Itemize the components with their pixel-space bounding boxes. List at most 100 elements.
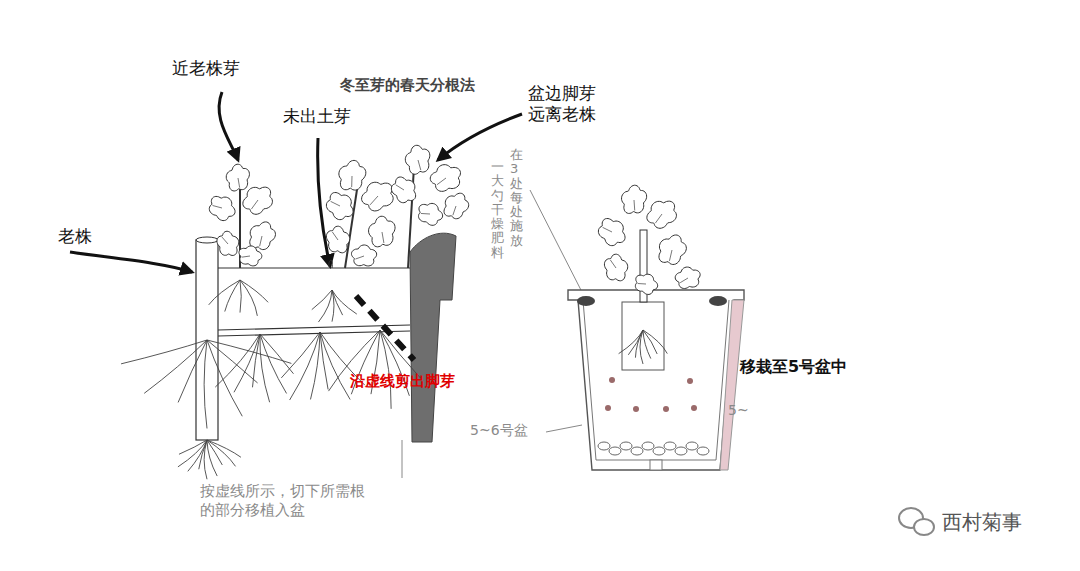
part-label: 未出土芽 <box>283 106 351 127</box>
fertilizer-dot <box>687 378 693 384</box>
root <box>260 334 270 402</box>
part-label: 5~ <box>728 402 749 420</box>
fertilizer-dot <box>633 406 639 412</box>
leaf-vein <box>421 213 430 215</box>
root <box>332 290 334 322</box>
pebble <box>631 447 643 455</box>
pot-inner <box>583 300 596 460</box>
root <box>144 340 207 393</box>
root <box>240 280 241 313</box>
leaf <box>217 231 239 255</box>
leaf <box>635 274 657 294</box>
stem-cut <box>196 237 218 243</box>
part-label: 西村菊事 <box>942 510 1022 535</box>
leaf <box>362 182 394 211</box>
leaf-vein <box>260 236 262 246</box>
pebble <box>653 447 665 455</box>
diagram-title: 冬至芽的春天分根法 <box>340 76 475 95</box>
root <box>179 440 207 454</box>
leader-arrow <box>438 114 522 160</box>
leaf <box>647 201 677 228</box>
drain-hole <box>650 460 662 470</box>
pot-inner <box>716 300 729 460</box>
fertilizer-dot <box>605 405 611 411</box>
pebble <box>609 447 621 455</box>
root <box>215 334 260 387</box>
root <box>260 334 287 393</box>
leaf-vein <box>680 278 688 283</box>
leaf-vein <box>242 256 250 257</box>
leaf-vein <box>638 283 646 284</box>
leaf-vein <box>610 260 616 268</box>
leader-line <box>546 425 582 432</box>
leaf-vein <box>370 196 378 205</box>
fertilizer <box>709 296 727 306</box>
leader-line <box>402 440 403 478</box>
leaf-vein <box>382 232 384 243</box>
leaf <box>675 267 700 288</box>
leaf-vein <box>453 206 456 215</box>
part-label: 5~6号盆 <box>470 422 528 440</box>
vertical-note: 一大勺干燥肥料 <box>491 160 504 260</box>
leaf-vein <box>603 227 612 232</box>
root <box>320 332 350 400</box>
leaf-vein <box>213 205 222 208</box>
pebble <box>664 442 676 450</box>
root <box>207 440 222 465</box>
part-label: 移栽至5号盆中 <box>740 357 847 377</box>
leaf-vein <box>238 178 240 188</box>
leaf <box>659 235 686 265</box>
part-label: 按虚线所示，切下所需根的部分移植入盆 <box>200 482 372 520</box>
leaf <box>622 185 647 213</box>
fertilizer-dot <box>691 405 697 411</box>
root <box>121 340 207 364</box>
leaf-vein <box>396 185 404 190</box>
pebble <box>675 447 687 455</box>
leaf <box>339 160 366 190</box>
leaf <box>209 196 235 220</box>
pebble <box>697 447 709 455</box>
part-label: 老株 <box>58 226 92 247</box>
part-label: 沿虚线剪出脚芽 <box>350 372 455 391</box>
leaf <box>391 177 415 203</box>
pebble <box>642 442 654 450</box>
leaf-vein <box>669 250 672 261</box>
pebble <box>620 442 632 450</box>
leaf-vein <box>331 201 340 206</box>
leaf-vein <box>655 214 662 223</box>
fertilizer <box>577 296 595 306</box>
leaf <box>405 145 430 174</box>
root <box>240 280 268 302</box>
leaf <box>243 187 273 214</box>
root <box>209 280 240 305</box>
root <box>332 290 357 314</box>
leaf-vein <box>418 160 421 170</box>
leaf <box>430 165 460 192</box>
leaf <box>239 246 262 266</box>
root <box>380 330 391 409</box>
fertilizer-dot <box>609 377 615 383</box>
root <box>207 440 217 476</box>
root <box>320 332 328 389</box>
leaf-vein <box>251 200 258 209</box>
root <box>290 332 320 400</box>
leaf-vein <box>351 176 352 187</box>
part-label: 盆边脚芽 远离老株 <box>528 83 602 126</box>
root <box>312 290 332 310</box>
root <box>178 340 207 402</box>
leaf <box>444 193 469 219</box>
leaf <box>250 222 276 250</box>
root <box>204 340 207 428</box>
pot-highlight <box>720 300 744 470</box>
bud <box>329 260 332 268</box>
fertilizer-dot <box>663 406 669 412</box>
wechat-icon <box>899 508 934 535</box>
root <box>318 290 332 322</box>
pebble <box>686 442 698 450</box>
leaf <box>326 226 349 253</box>
root <box>281 332 320 378</box>
leaf-vein <box>634 200 636 210</box>
root <box>178 440 207 467</box>
leaf-vein <box>355 256 364 259</box>
